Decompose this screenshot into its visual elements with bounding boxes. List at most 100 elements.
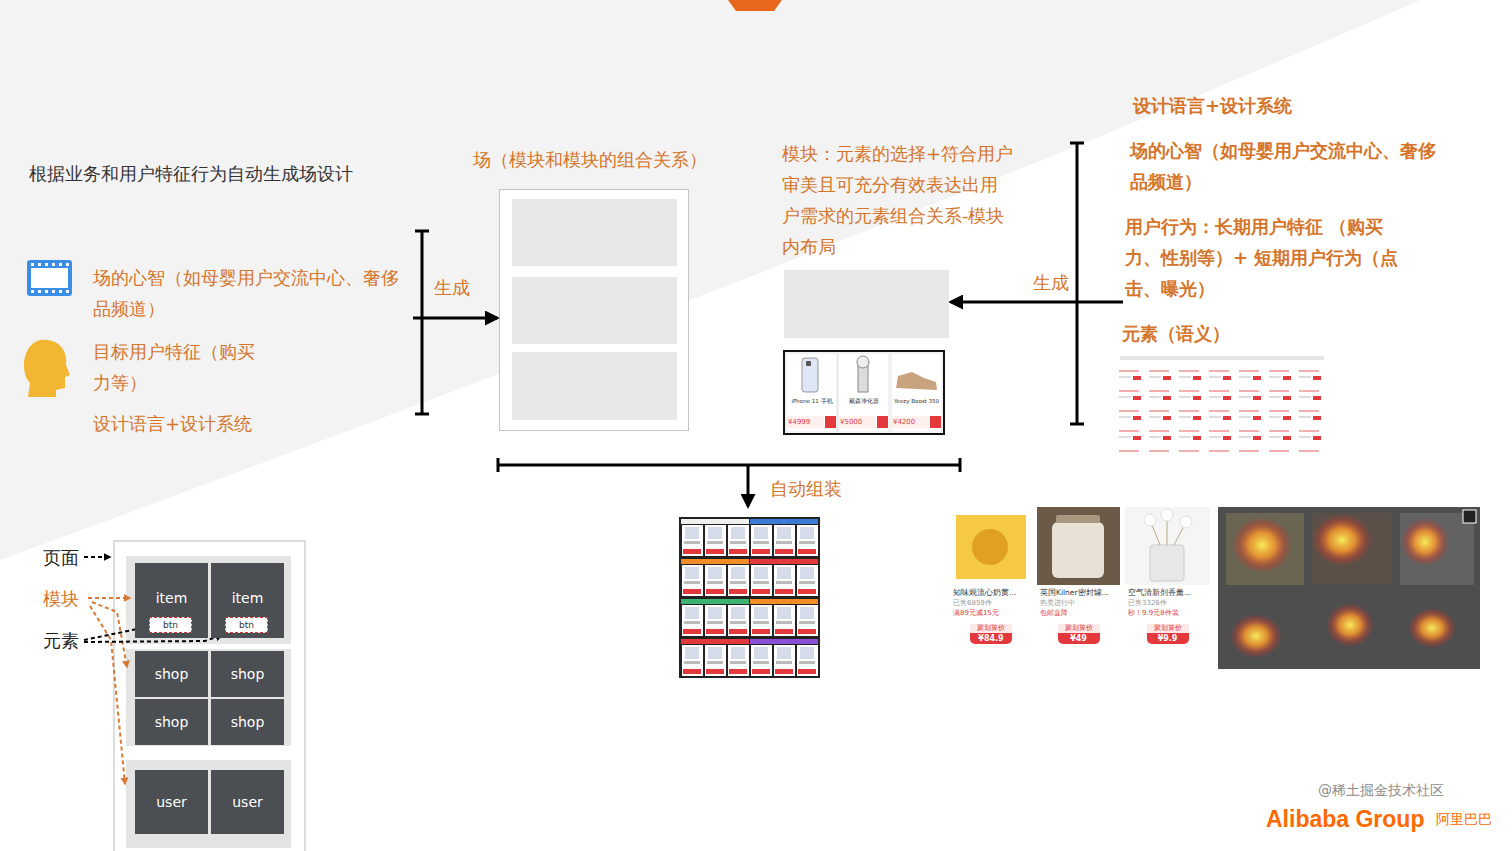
node-text: user [211, 770, 284, 834]
assembled-page-illustration [750, 559, 818, 597]
element-grid-illustration [1116, 354, 1328, 458]
node-text: 场的心智（如母婴用户交流中心、奢侈品频道） [1130, 135, 1442, 197]
module-box: 模块：元素的选择+符合用户审美且可充分有效表达出用户需求的元素组合关系-模块内布… [784, 270, 949, 338]
node-text: shop [135, 699, 208, 745]
film-icon [31, 268, 68, 288]
node-text: 热卖进行中 [1040, 598, 1117, 608]
bracket [415, 230, 429, 233]
product-name: Yeezy Boost 350 [891, 398, 942, 406]
input-group: 场的心智（如母婴用户交流中心、奢侈品频道）目标用户特征（购买力等）设计语言+设计… [93, 262, 411, 439]
node-text: btn [226, 618, 267, 632]
assembled-page-illustration [681, 559, 749, 597]
product-strip-illustration [877, 416, 888, 428]
product-strip-illustration [892, 416, 929, 428]
node-text: user [135, 770, 208, 834]
heatmap-illustration [1400, 513, 1474, 585]
element-grid-illustration [1116, 366, 1328, 456]
leader-arrow [92, 602, 127, 667]
shop-box: shop [211, 699, 284, 745]
head-icon [24, 340, 70, 397]
button-box: btn [225, 617, 268, 633]
price: ¥5000 [840, 417, 862, 427]
item-box: itembtn [135, 563, 208, 638]
product-strip-illustration [891, 353, 942, 432]
product-photo [1052, 522, 1104, 578]
node-text: 聚划算价 [1058, 624, 1100, 633]
shop-box: shop [135, 699, 208, 745]
shop-box: shop [135, 651, 208, 697]
product-strip-illustration [930, 416, 941, 428]
element-grid-illustration [1120, 356, 1324, 360]
flow-arrow [951, 301, 1123, 304]
node-text: 场的心智（如母婴用户交流中心、奢侈品频道） [93, 262, 405, 324]
scene-page-illustration [499, 189, 689, 431]
shop-box: shop [211, 651, 284, 697]
product-photo [1150, 545, 1184, 581]
node-text: 满89元减15元 [953, 608, 1029, 618]
film-icon [52, 263, 55, 266]
product-strip-illustration [857, 356, 869, 368]
part-name: 页面 [43, 545, 79, 570]
node-text: 用户行为：长期用户特征 （购买力、性别等）+ 短期用户行为（点击、曝光） [1125, 211, 1417, 304]
assembled-page-illustration [681, 639, 749, 644]
product-photo [972, 529, 1008, 565]
product-card: 英国Kilner密封罐...热卖进行中包邮直降聚划算价¥49 [1037, 585, 1120, 668]
film-icon [38, 290, 41, 293]
leader-arrow [84, 557, 222, 784]
price: ¥4200 [893, 417, 915, 427]
product-strip-illustration [806, 361, 811, 366]
product-photo [1180, 516, 1192, 528]
product-photo [1161, 509, 1173, 521]
item-box: item btn [211, 563, 284, 638]
product-strip-illustration [787, 416, 824, 428]
node-text: 设计语言+设计系统 [93, 408, 411, 439]
node-text: 知味观流心奶黄... [953, 588, 1029, 598]
button-box: btn [149, 617, 192, 633]
product-photo [1125, 507, 1210, 585]
film-icon [45, 290, 48, 293]
product-strip-illustration [784, 351, 944, 434]
assembled-page-illustration [750, 519, 818, 524]
assembled-page-illustration [681, 519, 749, 524]
film-icon [27, 260, 72, 296]
element-grid-illustration [1116, 354, 1328, 458]
logo-text: Alibaba Group [1266, 803, 1424, 835]
scene-box: 场（模块和模块的组合关系） [499, 189, 689, 431]
part-name: 模块 [43, 586, 79, 611]
user-box: user [211, 770, 284, 834]
product-strip-illustration [825, 416, 836, 428]
assembled-page-illustration [679, 517, 820, 678]
node-text: shop [211, 651, 284, 697]
structure-page-illustration [126, 760, 291, 848]
bracket [1076, 143, 1079, 424]
node-text: 场（模块和模块的组合关系） [473, 144, 707, 175]
product-photo [1056, 515, 1100, 523]
assembled-page-illustration [750, 639, 818, 644]
film-icon [52, 290, 55, 293]
film-icon [59, 290, 62, 293]
product-strip-illustration [786, 353, 837, 432]
assembled-page-illustration [750, 599, 818, 604]
film-icon [66, 263, 69, 266]
node-text: 已售3326件 [1128, 598, 1207, 608]
node-text: 聚划算价 [1147, 624, 1189, 633]
assembled-page-illustration [750, 519, 818, 557]
scene-page-illustration [499, 189, 689, 431]
flow-arrow [413, 317, 497, 320]
product-photo [1037, 507, 1120, 585]
film-icon [27, 260, 72, 296]
product-photo [950, 507, 1210, 585]
structure-page-illustration [114, 541, 305, 851]
heatmap-illustration [1312, 514, 1372, 566]
product-photo [956, 515, 1026, 579]
film-icon [31, 290, 34, 293]
logo-text: 阿里巴巴 [1436, 810, 1492, 830]
node-text: item [211, 587, 284, 609]
input-group: 设计语言+设计系统场的心智（如母婴用户交流中心、奢侈品频道）用户行为：长期用户特… [1125, 90, 1447, 349]
heatmap-illustration [1232, 517, 1292, 573]
page-ground [728, 0, 782, 11]
bracket [421, 231, 424, 414]
